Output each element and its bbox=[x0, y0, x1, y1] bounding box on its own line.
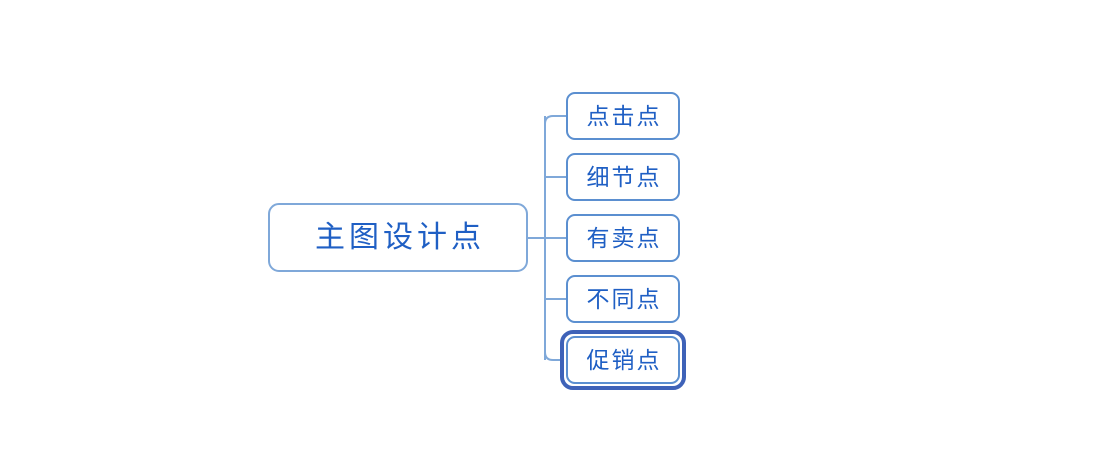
connector-branch-1 bbox=[544, 115, 566, 125]
root-node[interactable]: 主图设计点 bbox=[268, 203, 528, 272]
child-node-difference-point[interactable]: 不同点 bbox=[566, 275, 680, 323]
child-node-detail-point[interactable]: 细节点 bbox=[566, 153, 680, 201]
child-node-label: 细节点 bbox=[586, 164, 662, 190]
child-node-label: 有卖点 bbox=[586, 225, 662, 251]
child-node-label: 促销点 bbox=[586, 347, 662, 373]
child-node-promotion-point[interactable]: 促销点 bbox=[566, 336, 680, 384]
child-node-label: 点击点 bbox=[586, 103, 662, 129]
connector-branch-5 bbox=[544, 351, 562, 361]
root-node-label: 主图设计点 bbox=[315, 220, 485, 254]
child-node-label: 不同点 bbox=[586, 286, 662, 312]
child-node-selling-point[interactable]: 有卖点 bbox=[566, 214, 680, 262]
child-node-click-point[interactable]: 点击点 bbox=[566, 92, 680, 140]
